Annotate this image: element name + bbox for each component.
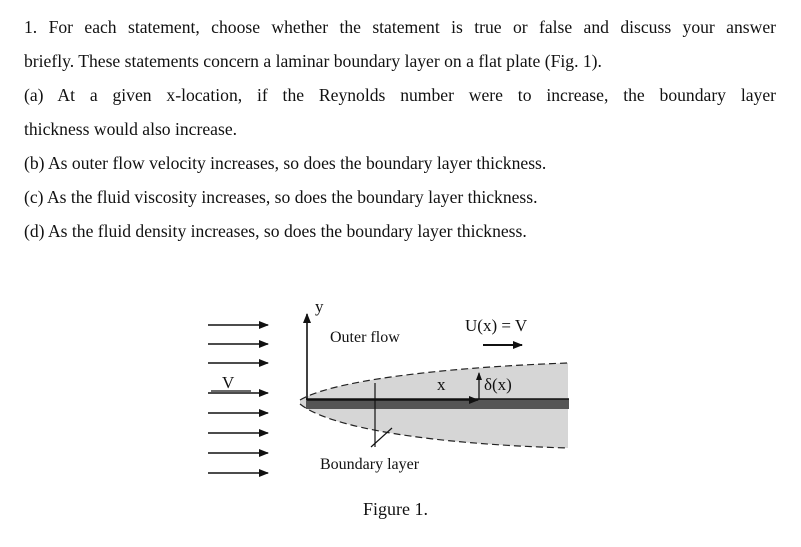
statement-c: (c) As the fluid viscosity increases, so…: [24, 187, 538, 207]
inflow-velocity-label: V: [222, 373, 235, 392]
leader-line-diagonal: [370, 427, 393, 448]
flat-plate: [306, 399, 569, 409]
boundary-layer-diagram: V y x Outer flow U(x) = V δ(x) Boundary …: [208, 297, 569, 519]
outer-velocity-label: U(x) = V: [465, 316, 528, 335]
question-text: 1. For each statement, choose whether th…: [24, 10, 776, 248]
question-intro-line-1: 1. For each statement, choose whether th…: [24, 17, 776, 37]
question-intro-line-2: briefly. These statements concern a lami…: [24, 51, 602, 71]
figure-caption: Figure 1.: [363, 499, 428, 519]
boundary-layer-label: Boundary layer: [320, 456, 420, 473]
statement-b: (b) As outer flow velocity increases, so…: [24, 153, 547, 173]
layer-edge-lower: [299, 403, 569, 449]
figure-1: V y x Outer flow U(x) = V δ(x) Boundary …: [0, 290, 801, 542]
statement-d: (d) As the fluid density increases, so d…: [24, 221, 527, 241]
thickness-label: δ(x): [484, 375, 512, 394]
layer-edge-upper: [299, 362, 569, 401]
outer-flow-label: Outer flow: [330, 329, 400, 346]
statement-a-line-2: thickness would also increase.: [24, 119, 238, 139]
statement-a-line-1: (a) At a given x-location, if the Reynol…: [24, 85, 776, 105]
x-axis-label: x: [437, 375, 446, 394]
inflow-arrows: [208, 321, 269, 477]
y-axis-label: y: [315, 297, 324, 316]
